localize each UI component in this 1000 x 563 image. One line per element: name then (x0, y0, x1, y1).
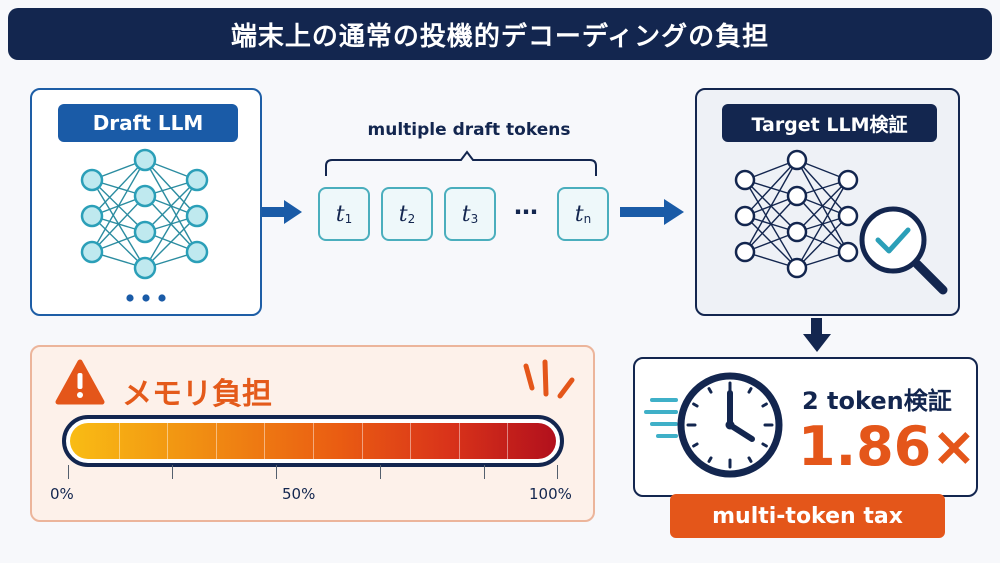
network-node (80, 240, 104, 264)
network-node (786, 221, 808, 243)
network-node (786, 149, 808, 171)
clock-tick (761, 402, 768, 408)
token-symbol: t (335, 201, 345, 227)
clock-tick (747, 387, 753, 394)
magnifier-check-icon (859, 206, 948, 295)
arrow-right-icon (262, 200, 302, 224)
memory-tick (380, 465, 381, 479)
target-llm-label: Target LLM検証 (722, 104, 937, 142)
clock-tick (707, 387, 713, 394)
memory-bar-fill (70, 423, 556, 459)
token-symbol: t (461, 201, 471, 227)
token-subscript: n (583, 212, 592, 226)
memory-tick (172, 465, 173, 479)
draft-network-nodes (80, 148, 209, 280)
memory-tick (484, 465, 485, 479)
memory-burden-panel: メモリ負担 0% 50% 100% (30, 345, 595, 522)
network-edge (91, 159, 146, 217)
token-subscript: 3 (470, 212, 479, 226)
network-edge (796, 179, 849, 233)
target-network-nodes (734, 149, 859, 279)
network-edge (144, 215, 198, 269)
network-node (786, 185, 808, 207)
clock-tick (761, 442, 768, 448)
arrow-down-icon (803, 318, 831, 352)
network-edge (744, 159, 798, 253)
network-edge (796, 179, 849, 269)
memory-tick-label: 0% (50, 485, 74, 503)
network-edge (744, 159, 798, 217)
network-node (80, 168, 104, 192)
network-edge (796, 215, 849, 269)
multi-token-tax-badge: multi-token tax (670, 494, 945, 538)
network-node (133, 220, 157, 244)
network-edge (91, 195, 146, 253)
draft-llm-panel: Draft LLM (30, 88, 262, 316)
verification-result-panel: 2 token検証 1.86× (633, 357, 978, 497)
draft-neural-network-icon (91, 159, 198, 269)
token-symbol: t (574, 201, 584, 227)
network-node (734, 205, 756, 227)
memory-bar (62, 415, 564, 467)
page-title: 端末上の通常の投機的デコーディングの負担 (230, 21, 770, 52)
token-symbol: t (398, 201, 408, 227)
network-node (185, 240, 209, 264)
network-node (133, 256, 157, 280)
network-edge (144, 179, 198, 233)
alert-burst-icon (523, 359, 575, 399)
network-node (837, 205, 859, 227)
arrow-right-icon (620, 199, 684, 225)
target-llm-panel: Target LLM検証 (695, 88, 960, 316)
network-node (185, 168, 209, 192)
network-node (786, 257, 808, 279)
draft-tokens-caption: multiple draft tokens (367, 120, 571, 140)
memory-tick-label: 50% (282, 485, 316, 503)
more-layers-icon (126, 294, 166, 302)
clock-tick (747, 456, 753, 463)
speed-lines-icon (644, 398, 678, 438)
network-edge (91, 159, 146, 253)
memory-tick-label: 100% (529, 485, 572, 503)
clock-tick (707, 456, 713, 463)
network-node (133, 184, 157, 208)
network-node (734, 241, 756, 263)
clock-icon (677, 372, 783, 478)
network-node (185, 204, 209, 228)
draft-llm-label: Draft LLM (58, 104, 238, 142)
clock-tick (692, 442, 699, 448)
network-edge (144, 179, 198, 269)
token-ellipsis: ⋯ (514, 198, 538, 226)
slowdown-factor: 1.86× (798, 415, 977, 478)
clock-tick (692, 402, 699, 408)
memory-burden-title: メモリ負担 (122, 377, 272, 412)
warning-icon (55, 359, 105, 405)
network-node (837, 241, 859, 263)
verify-count-label: 2 token検証 (802, 387, 952, 415)
token-subscript: 1 (344, 212, 353, 226)
network-node (837, 169, 859, 191)
memory-tick (276, 465, 277, 479)
memory-tick (557, 465, 558, 479)
network-edge (744, 195, 798, 253)
title-banner: 端末上の通常の投機的デコーディングの負担 (8, 8, 992, 60)
network-node (734, 169, 756, 191)
token-subscript: 2 (407, 212, 416, 226)
memory-tick (68, 465, 69, 479)
network-node (133, 148, 157, 172)
target-neural-network-icon (744, 159, 849, 269)
network-node (80, 204, 104, 228)
tokens-brace (325, 150, 597, 176)
